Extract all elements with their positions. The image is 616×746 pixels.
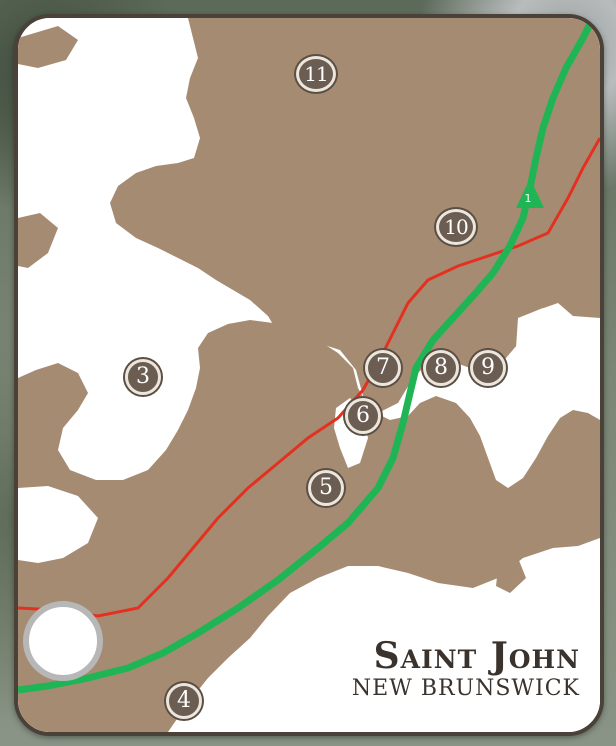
land-central	[18, 320, 600, 732]
map-marker-9[interactable]: 9	[470, 350, 506, 386]
land-small-c	[223, 106, 240, 124]
land-small-d	[496, 558, 526, 593]
start-location-circle[interactable]	[23, 601, 103, 681]
land-island-b	[18, 26, 78, 68]
map-marker-6[interactable]: 6	[345, 398, 381, 434]
map-canvas: 1	[18, 18, 600, 732]
province-name: NEW BRUNSWICK	[351, 676, 580, 701]
water-inlet-east	[503, 308, 563, 443]
land-island-a	[18, 213, 58, 268]
route-shield-icon	[516, 178, 544, 208]
water-harbour	[18, 486, 98, 563]
map-marker-4[interactable]: 4	[166, 683, 202, 719]
highway-green	[18, 18, 597, 694]
map-marker-8[interactable]: 8	[423, 350, 459, 386]
road-red	[18, 137, 600, 618]
map-marker-11[interactable]: 11	[296, 56, 336, 92]
route-shield-label: 1	[525, 192, 532, 205]
map-marker-3[interactable]: 3	[125, 359, 161, 395]
city-name: Saint John	[373, 635, 580, 677]
map-title-block: Saint John NEW BRUNSWICK	[352, 636, 580, 702]
map-marker-10[interactable]: 10	[436, 209, 476, 245]
map-marker-7[interactable]: 7	[365, 350, 401, 386]
water-bay-south	[178, 588, 600, 732]
map-marker-5[interactable]: 5	[308, 470, 344, 506]
map-frame: 1 3 4 5 6 7 8 9 10 11 Saint John NEW BRU…	[14, 14, 604, 736]
